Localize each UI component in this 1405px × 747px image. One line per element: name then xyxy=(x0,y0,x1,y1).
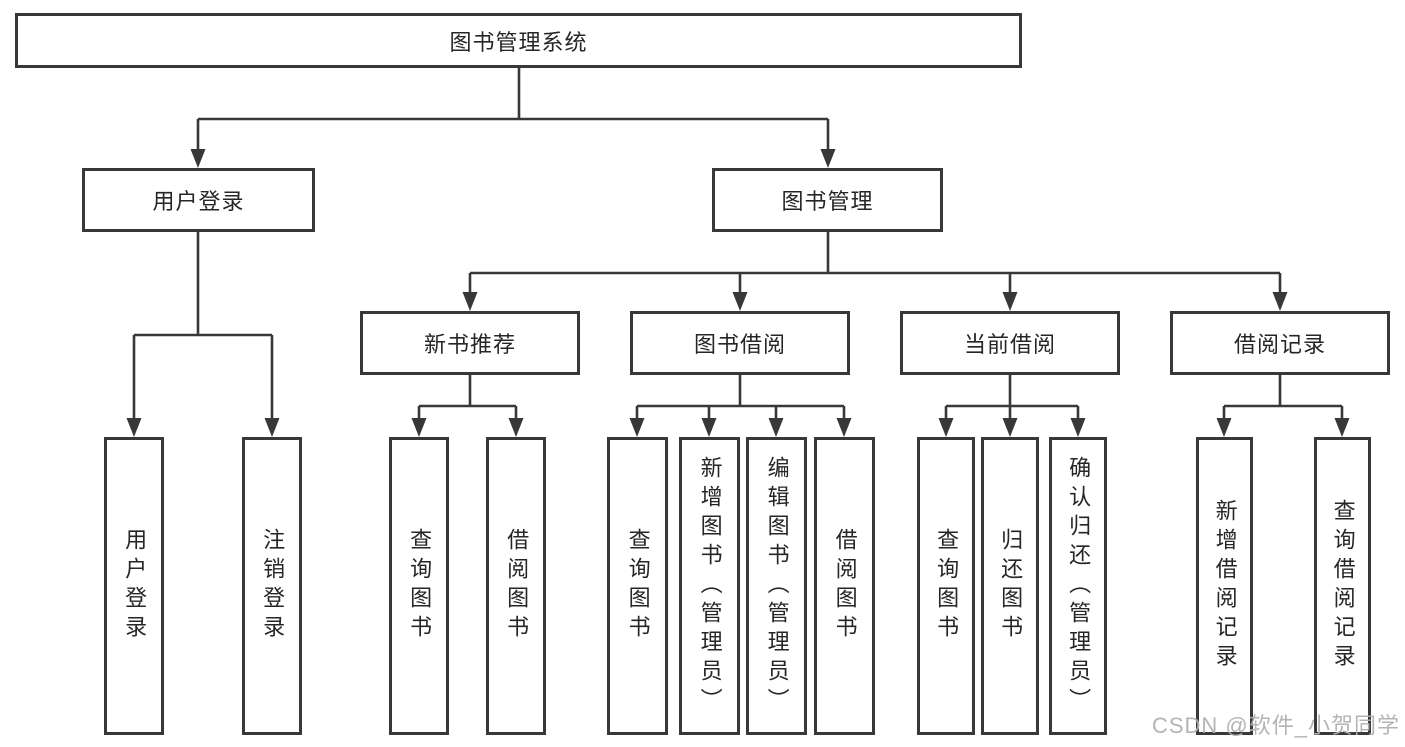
arrowhead-icon xyxy=(1002,418,1018,437)
leaf-query-borrow-record-label: 查询借阅记录 xyxy=(1330,499,1356,673)
leaf-query-books-borrowing-label: 查询图书 xyxy=(625,528,651,644)
node-root-label: 图书管理系统 xyxy=(449,29,588,55)
connector-new-book-recommend-to-leaves xyxy=(411,375,524,437)
arrowhead-icon xyxy=(126,418,142,437)
leaf-edit-book-admin-label: 编辑图书（管理员） xyxy=(764,455,790,717)
leaf-query-books-borrowing: 查询图书 xyxy=(607,437,668,735)
leaf-confirm-return-admin-label: 确认归还（管理员） xyxy=(1066,455,1092,717)
arrowhead-icon xyxy=(462,292,478,311)
arrowhead-icon xyxy=(411,418,427,437)
arrowhead-icon xyxy=(1002,292,1018,311)
connector-current-borrowing-to-leaves xyxy=(938,375,1086,437)
leaf-query-books-recommend-label: 查询图书 xyxy=(407,528,433,644)
leaf-borrow-books-recommend: 借阅图书 xyxy=(486,437,546,735)
arrowhead-icon xyxy=(190,149,206,168)
leaf-query-books-current: 查询图书 xyxy=(917,437,975,735)
leaf-add-book-admin: 新增图书（管理员） xyxy=(679,437,740,735)
connector-book-management-to-level3 xyxy=(462,232,1288,311)
node-current-borrowing-label: 当前借阅 xyxy=(963,332,1056,357)
connector-root-to-level2 xyxy=(190,68,836,168)
leaf-confirm-return-admin: 确认归还（管理员） xyxy=(1049,437,1107,735)
node-book-borrowing-label: 图书借阅 xyxy=(693,332,786,357)
leaf-return-book: 归还图书 xyxy=(981,437,1039,735)
leaf-edit-book-admin: 编辑图书（管理员） xyxy=(746,437,807,735)
arrowhead-icon xyxy=(836,418,852,437)
leaf-query-books-current-label: 查询图书 xyxy=(934,528,960,644)
arrowhead-icon xyxy=(938,418,954,437)
node-current-borrowing: 当前借阅 xyxy=(900,311,1120,375)
connector-borrowing-records-to-leaves xyxy=(1216,375,1350,437)
node-book-management: 图书管理 xyxy=(712,168,943,232)
node-user-login-label: 用户登录 xyxy=(152,189,245,214)
arrowhead-icon xyxy=(1216,418,1232,437)
leaf-return-book-label: 归还图书 xyxy=(998,528,1024,644)
leaf-borrow-books-borrowing: 借阅图书 xyxy=(814,437,875,735)
arrowhead-icon xyxy=(732,292,748,311)
node-borrowing-records: 借阅记录 xyxy=(1170,311,1390,375)
arrowhead-icon xyxy=(264,418,280,437)
arrowhead-icon xyxy=(701,418,717,437)
leaf-user-login: 用户登录 xyxy=(104,437,164,735)
leaf-add-borrow-record-label: 新增借阅记录 xyxy=(1212,499,1238,673)
node-book-borrowing: 图书借阅 xyxy=(630,311,850,375)
leaf-query-borrow-record: 查询借阅记录 xyxy=(1314,437,1371,735)
arrowhead-icon xyxy=(629,418,645,437)
arrowhead-icon xyxy=(1272,292,1288,311)
node-user-login: 用户登录 xyxy=(82,168,315,232)
leaf-borrow-books-recommend-label: 借阅图书 xyxy=(504,528,530,644)
arrowhead-icon xyxy=(820,149,836,168)
arrowhead-icon xyxy=(1070,418,1086,437)
leaf-logout: 注销登录 xyxy=(242,437,302,735)
node-new-book-recommend-label: 新书推荐 xyxy=(423,332,516,357)
arrowhead-icon xyxy=(1334,418,1350,437)
node-new-book-recommend: 新书推荐 xyxy=(360,311,580,375)
connector-user-login-to-leaves xyxy=(126,232,280,437)
leaf-add-borrow-record: 新增借阅记录 xyxy=(1196,437,1253,735)
leaf-user-login-label: 用户登录 xyxy=(122,528,148,644)
leaf-query-books-recommend: 查询图书 xyxy=(389,437,449,735)
node-book-management-label: 图书管理 xyxy=(781,189,874,214)
leaf-borrow-books-borrowing-label: 借阅图书 xyxy=(832,528,858,644)
leaf-add-book-admin-label: 新增图书（管理员） xyxy=(697,455,723,717)
arrowhead-icon xyxy=(768,418,784,437)
node-root: 图书管理系统 xyxy=(15,13,1022,68)
node-borrowing-records-label: 借阅记录 xyxy=(1233,332,1326,357)
arrowhead-icon xyxy=(508,418,524,437)
leaf-logout-label: 注销登录 xyxy=(260,528,286,644)
connector-book-borrowing-to-leaves xyxy=(629,375,852,437)
watermark: CSDN @软件_小贺同学 xyxy=(1151,713,1400,738)
